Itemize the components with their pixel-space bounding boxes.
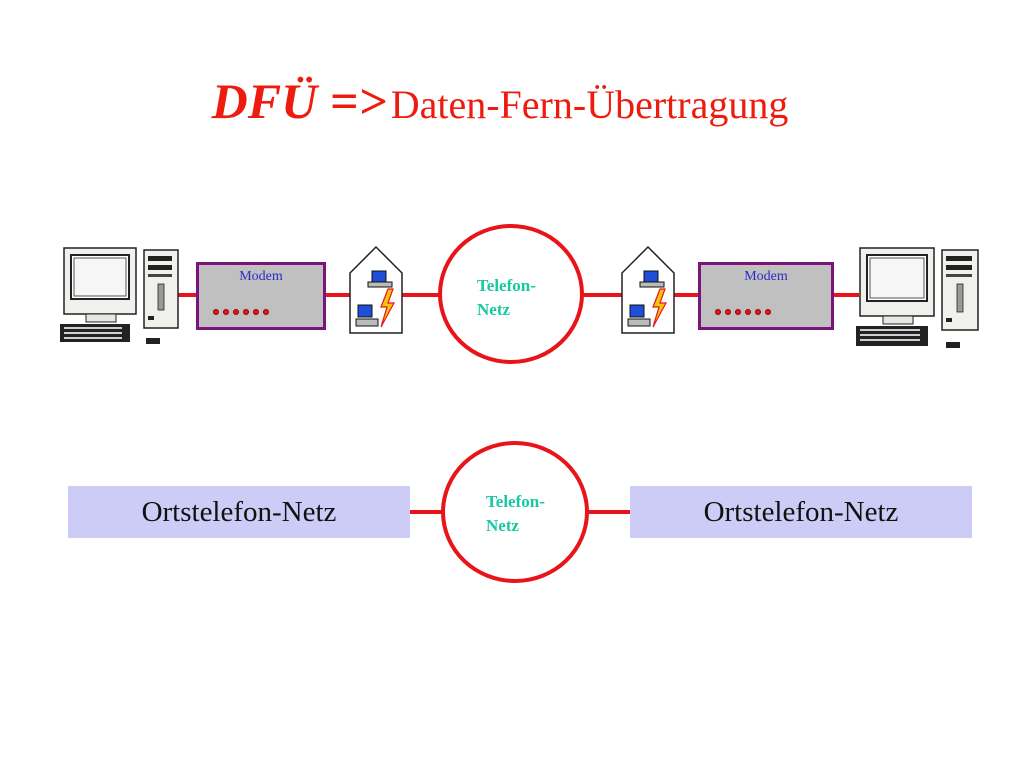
title-text: Daten-Fern-Übertragung (390, 82, 789, 127)
computer-icon (627, 304, 651, 327)
connection-line-pc-right (833, 293, 859, 297)
connection-line-bottom-left (410, 510, 446, 514)
telephone-network-label-top: Telefon- Netz (477, 276, 536, 319)
modem-right-leds (715, 309, 771, 315)
connection-line-house-network-left (402, 293, 444, 297)
house-icon (349, 245, 403, 334)
slide-title: DFÜ => Daten-Fern-Übertragung (0, 72, 1000, 130)
title-abbreviation: DFÜ => (211, 73, 387, 129)
connection-line-modem-house-left (325, 293, 351, 297)
telephone-network-circle-top (438, 224, 584, 364)
modem-left: Modem (196, 262, 326, 330)
connection-line-pc-left (178, 293, 198, 297)
computer-icon (60, 247, 179, 344)
modem-right-label: Modem (744, 269, 788, 284)
connection-line-house-modem-right (672, 293, 700, 297)
local-network-label-right: Ortstelefon-Netz (703, 496, 899, 528)
computer-icon (355, 304, 379, 327)
telephone-network-label-bottom: Telefon- Netz (486, 492, 545, 535)
modem-left-leds (213, 309, 269, 315)
modem-left-label: Modem (239, 269, 283, 284)
computer-icon (856, 247, 979, 348)
computer-icon (367, 270, 393, 288)
local-network-box-left: Ortstelefon-Netz (68, 486, 410, 538)
local-network-label-left: Ortstelefon-Netz (141, 496, 337, 528)
connection-line-network-house-right (580, 293, 624, 297)
telephone-network-circle-bottom (441, 441, 589, 583)
computer-icon (639, 270, 665, 288)
house-icon (621, 245, 675, 334)
connection-line-bottom-right (585, 510, 631, 514)
modem-right: Modem (698, 262, 834, 330)
local-network-box-right: Ortstelefon-Netz (630, 486, 972, 538)
